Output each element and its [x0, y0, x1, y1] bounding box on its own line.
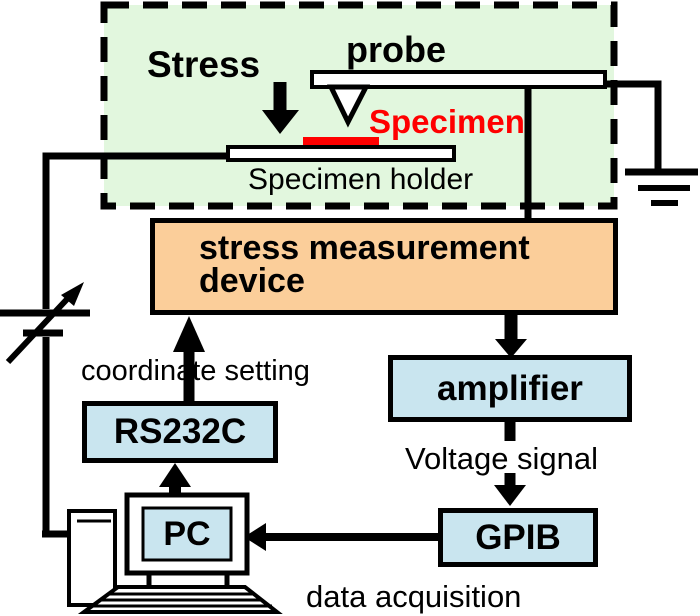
ground-icon [625, 168, 698, 206]
specimen-holder-bar [226, 145, 456, 162]
specimen-bar [303, 137, 379, 148]
data-acquisition-label: data acquisition [306, 579, 522, 614]
gpib-to-pc-arrow [244, 523, 438, 551]
probe-bar [310, 70, 607, 89]
pc-to-rs232c-arrow [159, 463, 191, 495]
stress-label: Stress [147, 44, 261, 85]
voltage-to-gpib-arrow [494, 473, 526, 506]
rs232c-label: RS232C [113, 412, 247, 451]
ground-wire [598, 80, 662, 170]
stress-measurement-device-label: stress measurement device [199, 229, 530, 300]
probe-tip [327, 84, 371, 128]
rs232c-to-device-arrow [173, 316, 205, 402]
amplifier-box: amplifier [388, 355, 632, 422]
gpib-box: GPIB [438, 508, 598, 567]
amplifier-label: amplifier [437, 368, 583, 408]
capacitor-arrow-shaft [5, 293, 73, 365]
probe-label: probe [346, 29, 447, 70]
pc-keyboard-rows [93, 592, 272, 608]
rs232c-box: RS232C [82, 401, 278, 463]
holder-wire [42, 152, 228, 309]
coordinate-setting-label: coordinate setting [81, 355, 310, 387]
pc-screen-label: PC [163, 514, 211, 553]
specimen-holder-label: Specimen holder [248, 163, 474, 196]
variable-capacitor-icon [0, 282, 90, 365]
pc-screen [141, 506, 233, 562]
device-to-amplifier-arrow [495, 315, 527, 358]
stress-arrow [262, 82, 299, 134]
gpib-label: GPIB [475, 517, 561, 557]
capacitor-arrow-head [61, 282, 84, 306]
voltage-signal-label: Voltage signal [405, 441, 599, 476]
specimen-label: Specimen [369, 103, 525, 140]
pc-tower [67, 509, 117, 607]
computer-icon [67, 492, 283, 614]
stress-measurement-device-box: stress measurement device [150, 218, 618, 315]
pc-wire [42, 337, 70, 538]
